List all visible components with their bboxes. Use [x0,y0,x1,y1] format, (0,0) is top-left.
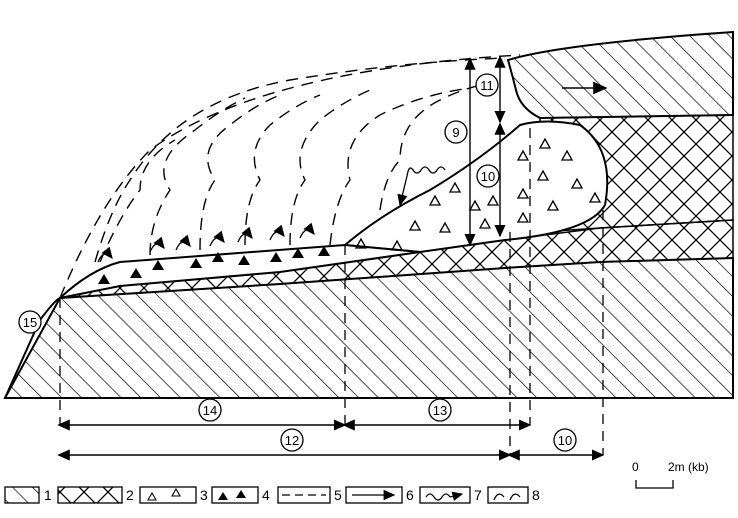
label-14: 14 [203,403,217,418]
sediment-wedge [56,243,421,300]
filled-triangles [98,246,330,284]
wavy-arrow [397,166,446,207]
legend-label-1: 1 [44,487,52,503]
legend: 1 2 3 4 5 6 7 8 [4,486,540,504]
legend-label-7: 7 [474,487,482,503]
scale-value: 2m (kb) [668,460,709,474]
legend-label-2: 2 [126,487,134,503]
label-13: 13 [433,403,447,418]
legend-label-8: 8 [532,487,540,503]
dimension-lines [57,419,605,461]
slump-curls [97,222,315,263]
label-12: 12 [285,433,299,448]
thickness-arrows [464,55,506,247]
section-verticals [59,128,604,455]
legend-swatch-crosshatch [57,486,123,504]
circled-labels: 9 10 11 10 12 13 14 15 [18,73,577,452]
legend-swatch-dashed [277,486,331,504]
legend-label-5: 5 [334,487,342,503]
label-11: 11 [480,78,494,93]
scale-bar: 0 2m (kb) [632,460,709,489]
legend-swatch-hatch [4,486,40,504]
breccia-body [342,120,609,254]
thrust-sheet [506,30,734,120]
label-10-left: 10 [481,169,495,184]
label-10-right: 10 [558,433,572,448]
legend-label-4: 4 [262,487,270,503]
legend-swatch-curls [487,486,529,504]
legend-label-3: 3 [200,487,208,503]
legend-label-6: 6 [406,487,414,503]
scale-zero: 0 [632,460,639,474]
legend-swatch-open-triangles [139,486,197,504]
label-9: 9 [452,125,459,140]
legend-swatch-filled-triangles [211,486,259,504]
label-15: 15 [23,315,37,330]
